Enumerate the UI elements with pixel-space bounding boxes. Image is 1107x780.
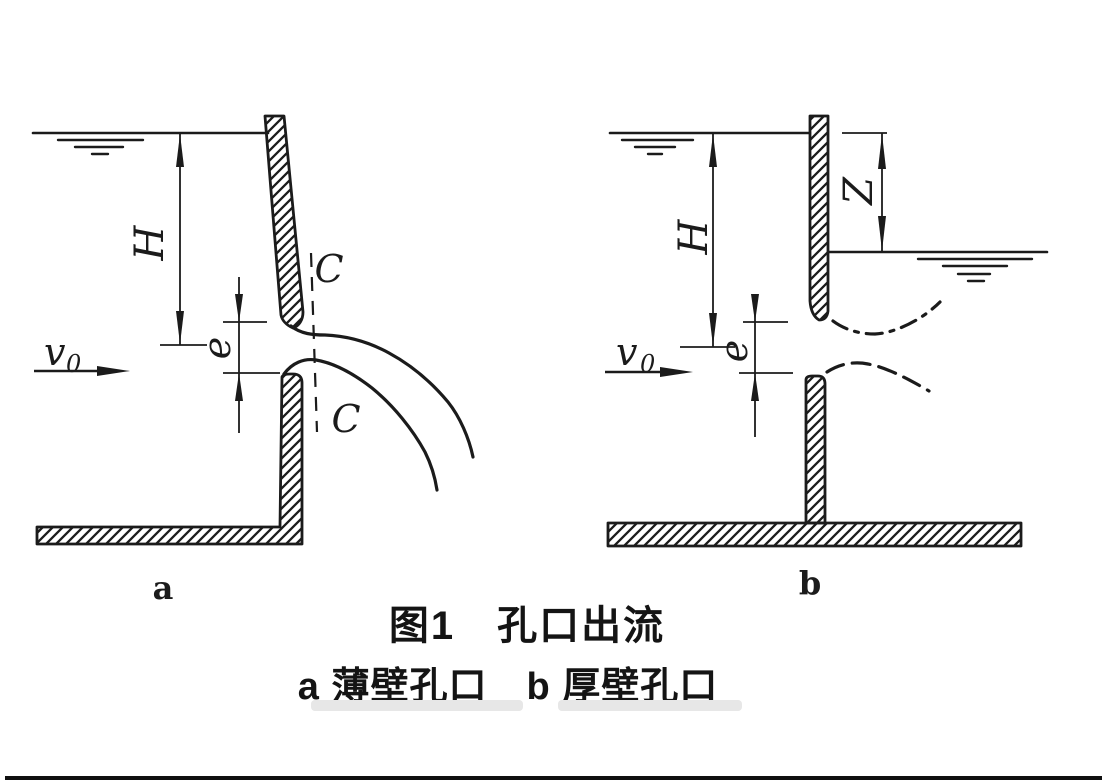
arrowhead-up-icon bbox=[235, 373, 243, 401]
head-label: H bbox=[671, 218, 717, 255]
figure-caption-title: 图1 孔口出流 bbox=[389, 604, 665, 648]
lower-wall-and-floor bbox=[35, 372, 304, 546]
jet-lower-boundary-dashed bbox=[825, 361, 931, 393]
orifice-height-label: e bbox=[712, 340, 756, 363]
arrowhead-up-icon bbox=[176, 134, 184, 167]
approach-velocity-subscript: 0 bbox=[66, 350, 81, 378]
section-label-bottom: C bbox=[331, 397, 360, 441]
subfigure-label-a: a bbox=[153, 569, 174, 607]
arrowhead-down-icon bbox=[709, 313, 717, 346]
print-through-smudge bbox=[558, 700, 742, 711]
upper-wall bbox=[263, 114, 305, 330]
arrowhead-right-icon bbox=[97, 366, 130, 376]
arrowhead-down-icon bbox=[878, 216, 886, 251]
arrowhead-up-icon bbox=[709, 134, 717, 167]
approach-velocity-subscript: 0 bbox=[640, 350, 655, 378]
arrowhead-up-icon bbox=[878, 134, 886, 169]
lower-wall bbox=[804, 374, 827, 525]
upper-wall bbox=[808, 114, 830, 322]
arrowhead-right-icon bbox=[660, 367, 693, 377]
floor bbox=[606, 521, 1023, 548]
approach-velocity-label: v bbox=[44, 330, 66, 374]
jet-upper-boundary bbox=[289, 324, 475, 459]
arrowhead-down-icon bbox=[751, 294, 759, 322]
section-cc-dashed-line bbox=[309, 252, 319, 433]
arrowhead-up-icon bbox=[751, 373, 759, 401]
arrowhead-down-icon bbox=[235, 294, 243, 322]
head-label: H bbox=[127, 224, 173, 261]
jet-lower-boundary bbox=[282, 357, 439, 492]
diagram-a-thin-wall-orifice: H C C e v 0 a bbox=[31, 114, 475, 607]
section-label-top: C bbox=[314, 247, 343, 291]
orifice-height-label: e bbox=[195, 337, 239, 360]
approach-velocity-label: v bbox=[616, 330, 638, 374]
diagram-b-thick-wall-orifice: H Z e v 0 b bbox=[605, 114, 1049, 602]
arrowhead-down-icon bbox=[176, 311, 184, 344]
scan-edge-bar bbox=[5, 776, 1102, 780]
jet-upper-boundary-dashdot bbox=[831, 300, 942, 336]
subfigure-label-b: b bbox=[799, 564, 821, 602]
print-through-smudge bbox=[311, 700, 523, 711]
level-difference-label: Z bbox=[836, 176, 882, 207]
